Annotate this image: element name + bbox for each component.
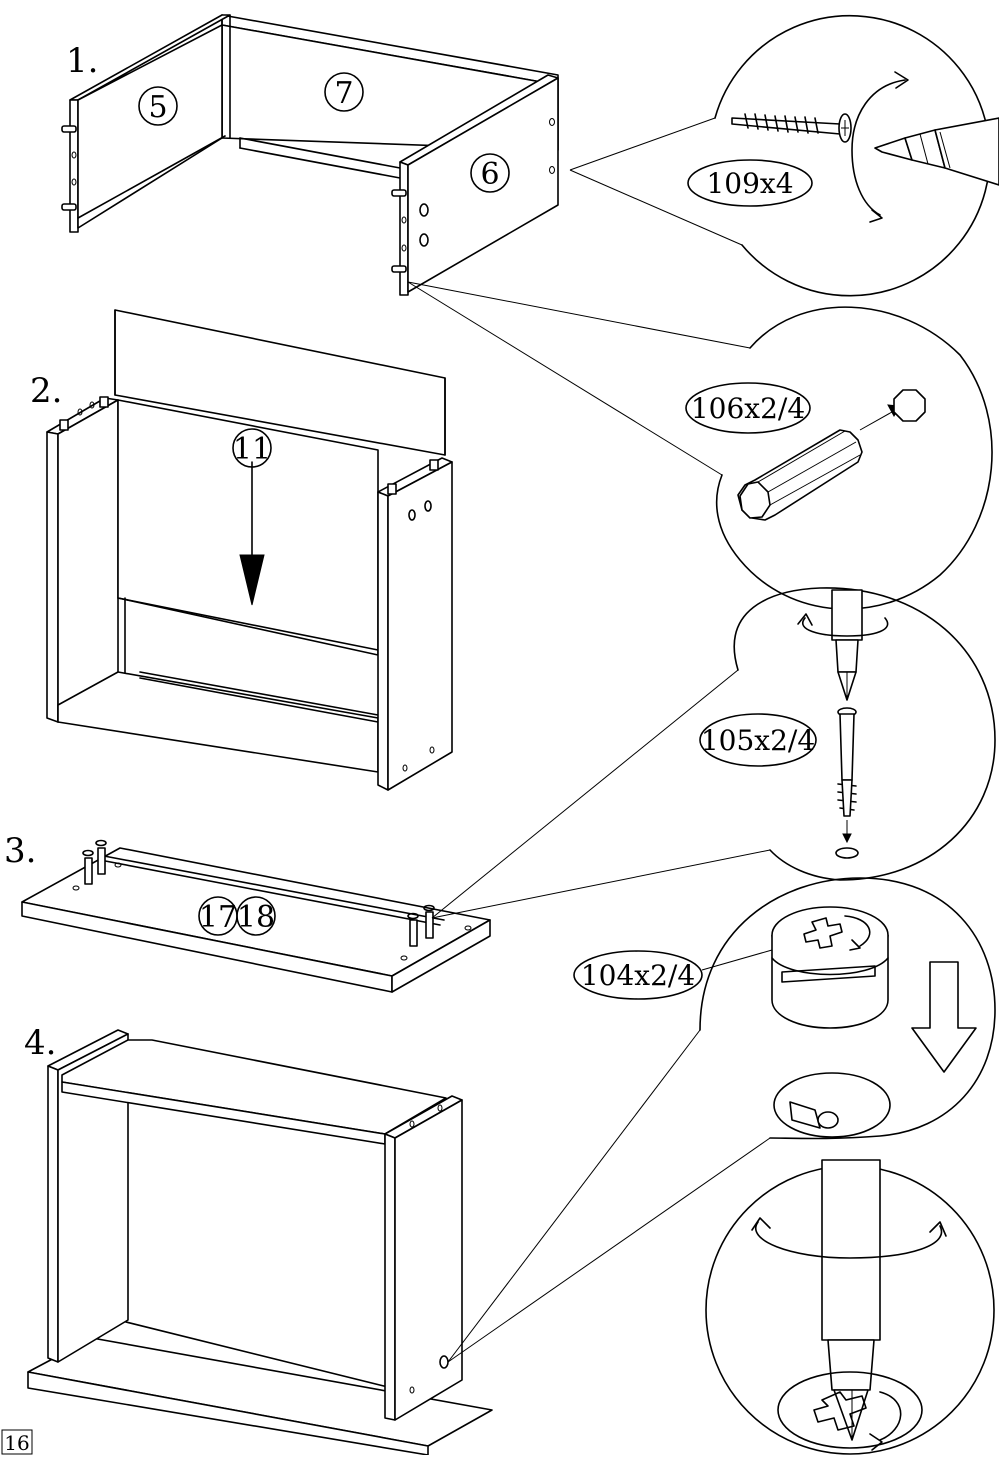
step-1-illustration bbox=[61, 14, 559, 296]
hardware-106-label: 106x2/4 bbox=[691, 392, 805, 425]
leader-line-105 bbox=[431, 669, 739, 919]
leader-line-106 bbox=[407, 281, 751, 349]
cam-tighten-detail bbox=[705, 1159, 995, 1455]
step-4-label: 4. bbox=[24, 1023, 56, 1063]
leader-line-104 bbox=[447, 1029, 701, 1363]
leader-line-109b bbox=[569, 169, 743, 246]
hardware-104-label: 104x2/4 bbox=[581, 959, 695, 992]
cam-lock-104-detail bbox=[573, 877, 996, 1140]
leader-line-106b bbox=[407, 281, 723, 476]
page-number-box bbox=[1, 1429, 33, 1455]
cam-bolt-105-detail bbox=[699, 587, 996, 881]
leader-line-104b bbox=[447, 1137, 771, 1363]
page-number: 16 bbox=[4, 1431, 29, 1455]
step-3-label: 3. bbox=[4, 831, 36, 871]
part-6-label: 6 bbox=[480, 157, 499, 192]
step-2-illustration bbox=[46, 309, 453, 791]
leader-line-109 bbox=[569, 117, 716, 171]
part-18-label: 18 bbox=[237, 900, 275, 935]
part-17-label: 17 bbox=[199, 900, 237, 935]
step-1-label: 1. bbox=[66, 41, 98, 81]
hardware-109-label: 109x4 bbox=[706, 167, 793, 200]
hardware-105-label: 105x2/4 bbox=[701, 724, 815, 757]
step-2-label: 2. bbox=[30, 371, 62, 411]
part-5-label: 5 bbox=[148, 90, 167, 125]
step-3-illustration bbox=[21, 839, 491, 993]
dowel-106-detail bbox=[685, 306, 993, 610]
part-7-label: 7 bbox=[334, 76, 353, 111]
screw-109-detail bbox=[687, 14, 999, 297]
leader-line-105b bbox=[431, 849, 771, 919]
step-4-illustration bbox=[27, 1029, 493, 1456]
part-11-label: 11 bbox=[233, 432, 271, 467]
leader-line-104-label bbox=[701, 949, 773, 971]
